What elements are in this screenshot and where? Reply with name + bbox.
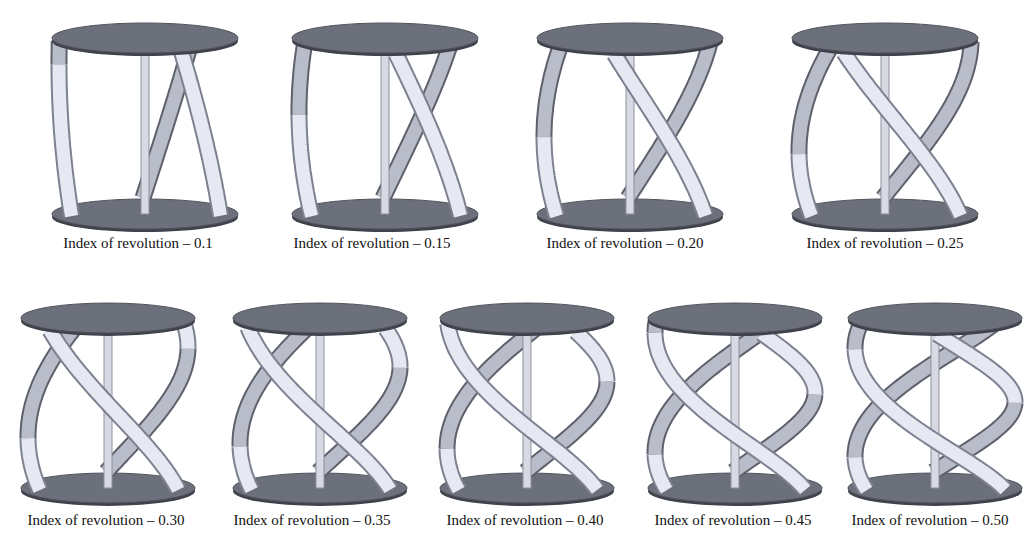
blade-outline bbox=[299, 37, 306, 115]
central-shaft bbox=[523, 322, 531, 488]
turbine-disc bbox=[648, 303, 822, 333]
helical-blade bbox=[544, 137, 557, 216]
caption-label: Index of revolution – 0.30 bbox=[27, 511, 184, 529]
blade-outline bbox=[576, 332, 608, 382]
caption-label: Index of revolution – 0.25 bbox=[806, 234, 963, 252]
helical-blade bbox=[386, 329, 400, 368]
turbine-disc bbox=[233, 303, 407, 333]
central-shaft bbox=[731, 322, 739, 488]
helical-blade bbox=[937, 334, 1015, 403]
helical-blade bbox=[855, 457, 867, 490]
helical-blade bbox=[614, 54, 705, 216]
blade-outline bbox=[448, 324, 598, 490]
helical-blade bbox=[844, 53, 961, 216]
helical-blade bbox=[248, 327, 391, 490]
blade-outline bbox=[182, 53, 221, 216]
blade-outline bbox=[655, 455, 667, 491]
central-shaft bbox=[381, 42, 389, 214]
helical-blade bbox=[182, 53, 221, 216]
helical-blade bbox=[628, 38, 711, 198]
blade-outline bbox=[299, 115, 312, 216]
blade-outline bbox=[185, 325, 188, 348]
blade-outline bbox=[855, 457, 867, 490]
helical-blade bbox=[59, 64, 72, 216]
caption-label: Index of revolution – 0.45 bbox=[654, 511, 811, 529]
helical-blade bbox=[396, 54, 461, 216]
blade-outline bbox=[28, 438, 40, 490]
blade-outline bbox=[844, 53, 961, 216]
blade-outline bbox=[799, 154, 812, 216]
turbine-disc bbox=[792, 23, 978, 53]
helical-blade bbox=[447, 449, 459, 490]
turbine-disc bbox=[440, 303, 614, 333]
helical-blade bbox=[448, 324, 598, 490]
caption-label: Index of revolution – 0.40 bbox=[446, 511, 603, 529]
blade-outline bbox=[628, 38, 711, 198]
blade-outline bbox=[396, 54, 461, 216]
helical-blade bbox=[799, 154, 812, 216]
central-shaft bbox=[141, 42, 149, 214]
central-shaft bbox=[931, 322, 939, 488]
helical-blade bbox=[240, 447, 252, 491]
helical-blade bbox=[299, 115, 312, 216]
blade-outline bbox=[248, 327, 391, 490]
caption-label: Index of revolution – 0.35 bbox=[233, 511, 390, 529]
blade-outline bbox=[386, 329, 400, 368]
helical-blade bbox=[762, 333, 816, 394]
caption-label: Index of revolution – 0.1 bbox=[63, 234, 213, 252]
turbine-disc bbox=[537, 23, 723, 53]
blade-outline bbox=[762, 333, 816, 394]
helical-blade bbox=[655, 455, 667, 491]
blade-outline bbox=[937, 334, 1015, 403]
central-shaft bbox=[881, 42, 889, 214]
helical-blade bbox=[28, 438, 40, 490]
blade-outline bbox=[59, 64, 72, 216]
turbine-disc bbox=[292, 23, 478, 53]
helical-blade bbox=[185, 325, 188, 348]
turbine-disc bbox=[52, 23, 238, 53]
blade-outline bbox=[240, 447, 252, 491]
blade-outline bbox=[447, 449, 459, 490]
caption-label: Index of revolution – 0.15 bbox=[293, 234, 450, 252]
turbine-disc bbox=[848, 303, 1022, 333]
helical-blade bbox=[50, 330, 178, 490]
blade-outline bbox=[50, 330, 178, 490]
helical-blade bbox=[299, 37, 306, 115]
caption-label: Index of revolution – 0.20 bbox=[546, 234, 703, 252]
blade-outline bbox=[544, 137, 557, 216]
blade-outline bbox=[614, 54, 705, 216]
turbine-disc bbox=[21, 303, 195, 333]
caption-label: Index of revolution – 0.50 bbox=[851, 511, 1008, 529]
helical-blade bbox=[576, 332, 608, 382]
